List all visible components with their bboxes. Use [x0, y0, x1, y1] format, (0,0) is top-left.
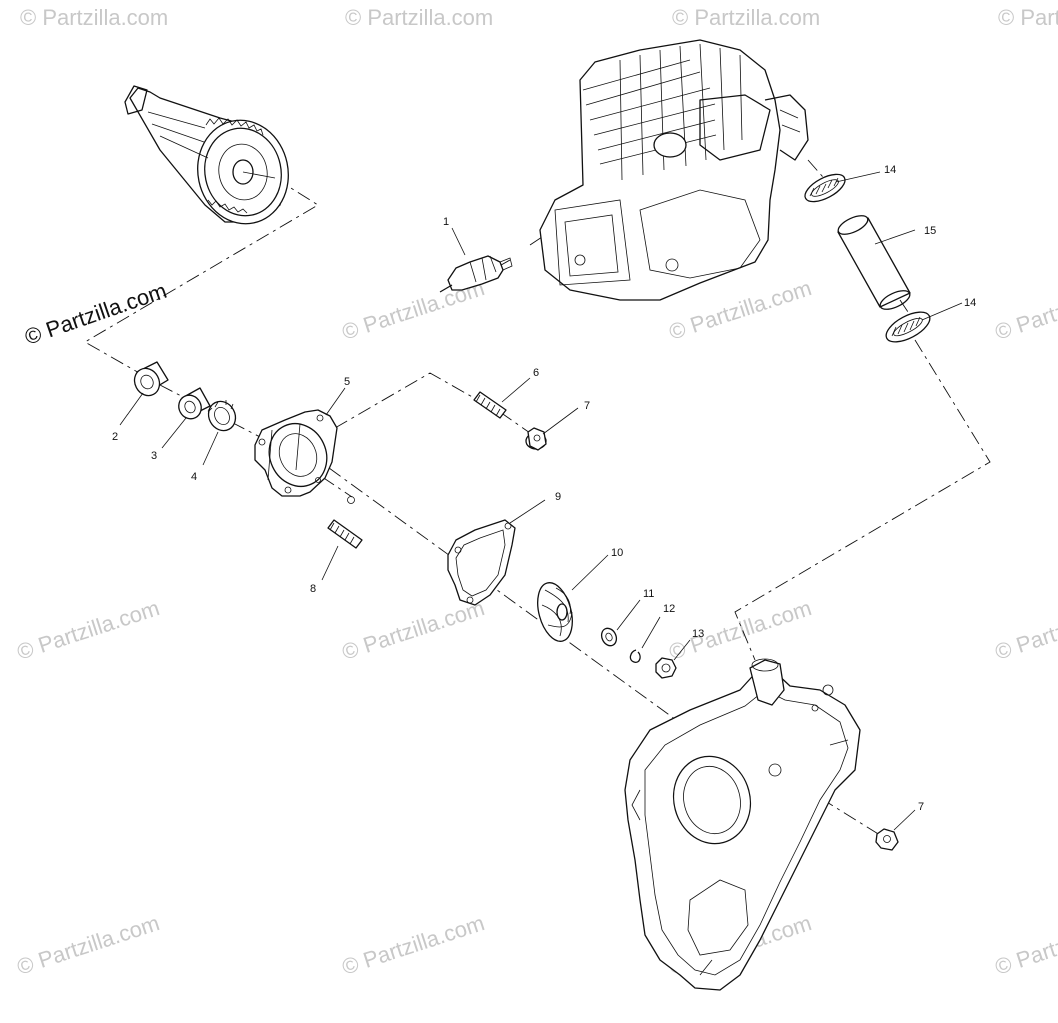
callout-7-upper: 7: [584, 400, 590, 412]
washer: [600, 627, 618, 647]
pump-gasket: [447, 519, 516, 606]
hose-lower-axis-line: [899, 299, 913, 319]
bearing-small: [178, 387, 211, 420]
partzilla-watermark-main: © Partzilla.com: [21, 278, 169, 350]
stud-bolt-lower: [327, 519, 363, 549]
pump-shaft-gear: [124, 85, 289, 225]
callout-5: 5: [344, 376, 350, 388]
callout-4: 4: [191, 471, 197, 483]
coolant-hose: [837, 215, 911, 310]
hose-routing-line: [734, 339, 991, 661]
callout-15: 15: [924, 225, 936, 237]
shaft-axis-line: [84, 177, 319, 379]
callout-9: 9: [555, 491, 561, 503]
callout-2: 2: [112, 431, 118, 443]
watermark: © Partzilla.com: [992, 910, 1058, 980]
callout-6: 6: [533, 367, 539, 379]
watermark: © Partzilla.com: [14, 910, 163, 980]
temp-sensor: [439, 255, 513, 293]
flange-nut-lower: [875, 828, 899, 851]
watermark: © Partzilla.com: [20, 5, 168, 30]
watermark: © Partzilla.com: [14, 595, 163, 665]
watermark: © Partzilla.com: [666, 595, 815, 665]
callout-labels: 1 2 3 4 5 6 7 8 9 10 11 12 13 14 14 15 7: [112, 164, 976, 813]
stud-axis-line: [334, 372, 491, 429]
callout-14-upper: 14: [884, 164, 896, 176]
pump-housing: [254, 409, 338, 497]
callout-12: 12: [663, 603, 675, 615]
hose-clamp-lower: [885, 311, 931, 343]
flange-nut-upper: [525, 427, 547, 451]
leader-lines: [119, 171, 963, 831]
watermark: © Partzilla.com: [345, 5, 493, 30]
lock-washer: [629, 649, 641, 663]
impeller: [537, 582, 573, 642]
engine-cylinder: [539, 39, 809, 301]
engine-side-cover: [624, 658, 861, 991]
watermark: © Partzilla.com: [998, 5, 1058, 30]
callout-11: 11: [643, 588, 654, 600]
callout-10: 10: [611, 547, 623, 559]
dowel-pin: [347, 496, 355, 504]
watermark: © Partzilla.com: [672, 5, 820, 30]
stud-bolt: [473, 391, 507, 419]
bearing: [133, 361, 169, 397]
impeller-nut: [655, 657, 677, 679]
watermark: © Partzilla.com: [339, 910, 488, 980]
oil-seal: [207, 400, 237, 432]
watermark: © Partzilla.com: [339, 595, 488, 665]
callout-13: 13: [692, 628, 704, 640]
watermark: © Partzilla.com: [992, 595, 1058, 665]
callout-14-lower: 14: [964, 297, 976, 309]
callout-8: 8: [310, 583, 316, 595]
hose-clamp-upper: [804, 173, 846, 203]
callout-3: 3: [151, 450, 157, 462]
callout-1: 1: [443, 216, 449, 228]
watermark: © Partzilla.com: [992, 275, 1058, 345]
callout-7-lower: 7: [918, 801, 924, 813]
